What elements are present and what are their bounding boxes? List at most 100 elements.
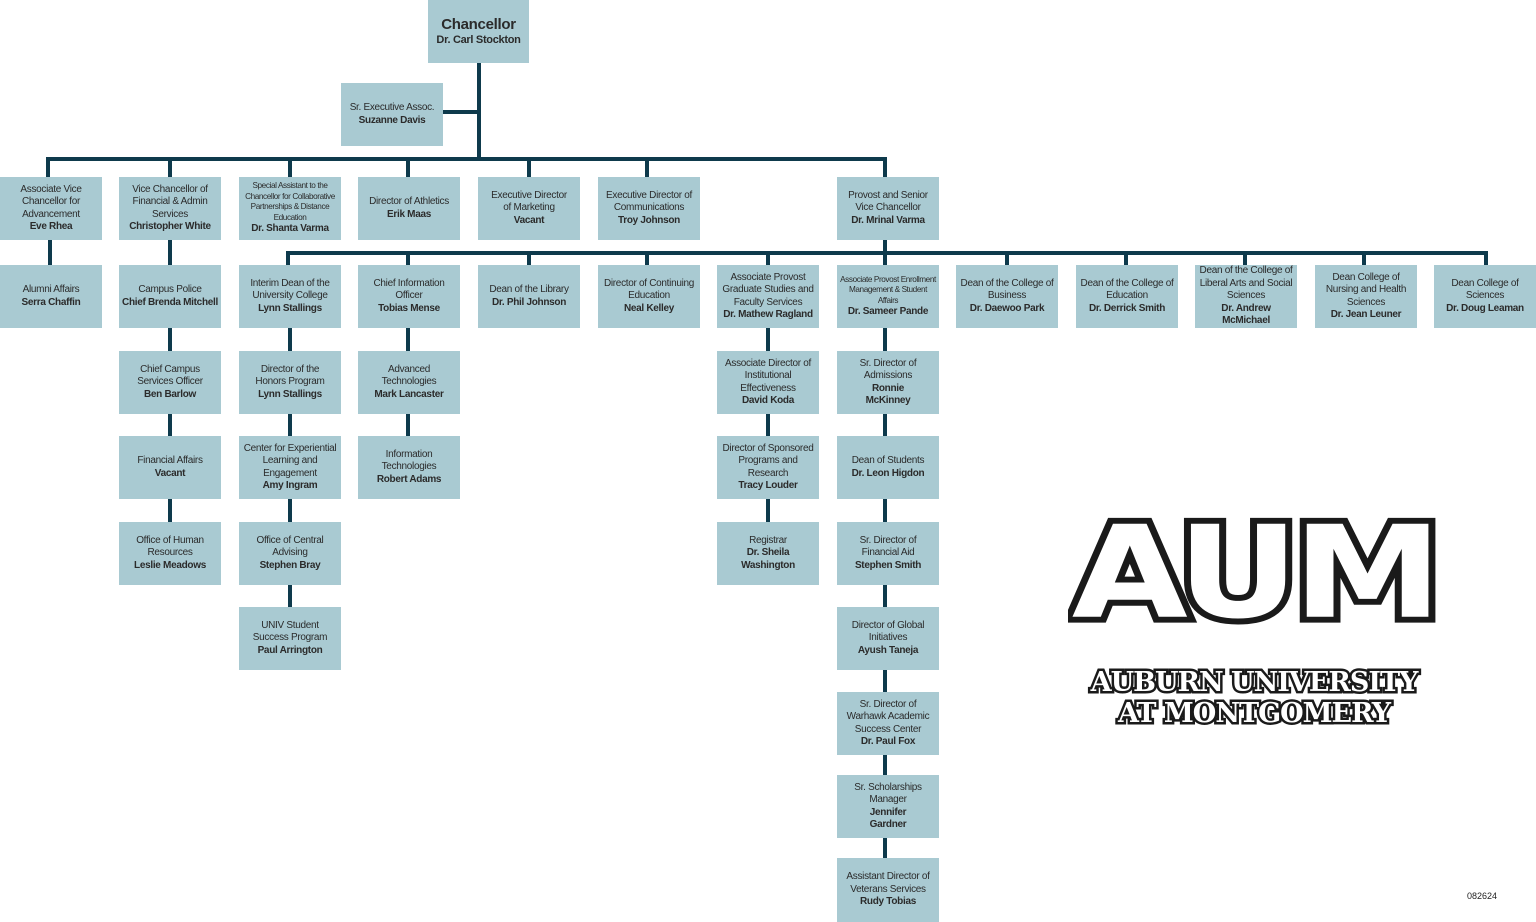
org-box: Director of Global Initiatives Ayush Tan… bbox=[837, 607, 939, 670]
person-name: Mark Lancaster bbox=[374, 388, 444, 400]
person-name: Stephen Bray bbox=[259, 559, 321, 571]
position-title: Dean of the College of Liberal Arts and … bbox=[1199, 265, 1293, 302]
org-box: Associate Vice Chancellor for Advancemen… bbox=[0, 177, 102, 240]
connector bbox=[883, 251, 887, 265]
org-box: Associate Provost Enrollment Management … bbox=[837, 265, 939, 328]
sr-exec-assoc-box: Sr. Executive Assoc. Suzanne Davis bbox=[341, 83, 443, 146]
person-name: Dr. Doug Leaman bbox=[1446, 302, 1524, 314]
person-name: Leslie Meadows bbox=[134, 559, 206, 571]
connector bbox=[286, 251, 290, 265]
person-name: Dr. Jean Leuner bbox=[1330, 309, 1402, 320]
position-title: Dean College of Sciences bbox=[1451, 277, 1519, 302]
chancellor-box: Chancellor Dr. Carl Stockton bbox=[428, 0, 529, 63]
position-title: Chief Campus Services Officer bbox=[137, 363, 203, 388]
connector bbox=[645, 157, 649, 177]
connector bbox=[286, 251, 1488, 255]
org-box: Sr. Scholarships Manager Jennifer Gardne… bbox=[837, 775, 939, 838]
position-title: Office of Human Resources bbox=[136, 534, 204, 559]
person-name: Robert Adams bbox=[376, 473, 442, 485]
org-box: Chief Campus Services Officer Ben Barlow bbox=[119, 351, 221, 414]
position-title: Associate Provost Graduate Studies and F… bbox=[722, 271, 814, 308]
org-box: Director of Continuing Education Neal Ke… bbox=[598, 265, 700, 328]
connector bbox=[406, 157, 410, 177]
person-name: Lynn Stallings bbox=[258, 302, 322, 314]
logo-mark: AUM bbox=[1072, 513, 1436, 647]
position-title: Advanced Technologies bbox=[381, 363, 437, 388]
position-title: Associate Director of Institutional Effe… bbox=[725, 357, 811, 394]
connector bbox=[766, 251, 770, 265]
org-box: Dean of Students Dr. Leon Higdon bbox=[837, 436, 939, 499]
connector bbox=[46, 157, 887, 161]
person-name: Serra Chaffin bbox=[21, 296, 81, 308]
position-title: Office of Central Advising bbox=[256, 534, 324, 559]
position-title: Executive Director of Marketing bbox=[491, 189, 567, 214]
connector bbox=[527, 251, 531, 265]
person-name: Ben Barlow bbox=[143, 388, 196, 400]
org-box: Campus Police Chief Brenda Mitchell bbox=[119, 265, 221, 328]
position-title: Executive Director of Communications bbox=[606, 189, 692, 214]
connector bbox=[883, 328, 887, 860]
connector bbox=[1005, 251, 1009, 265]
org-box: Dean of the College of Business Dr. Daew… bbox=[956, 265, 1058, 328]
person-name: Erik Maas bbox=[387, 208, 431, 220]
org-box: Assistant Director of Veterans Services … bbox=[837, 858, 939, 922]
org-box: Financial Affairs Vacant bbox=[119, 436, 221, 499]
position-title: Sr. Director of Warhawk Academic Success… bbox=[846, 698, 930, 735]
person-name: Tracy Louder bbox=[738, 480, 798, 491]
connector bbox=[1243, 251, 1247, 265]
connector bbox=[645, 251, 649, 265]
person-name: Lynn Stallings bbox=[258, 388, 322, 400]
org-box: Director of Athletics Erik Maas bbox=[358, 177, 460, 240]
person-name: Eve Rhea bbox=[29, 221, 73, 232]
position-title: Director of Continuing Education bbox=[603, 277, 695, 302]
position-title: Director of the Honors Program bbox=[255, 363, 325, 388]
position-title: Director of Sponsored Programs and Resea… bbox=[722, 442, 814, 479]
position-title: Registrar bbox=[749, 534, 787, 546]
org-box: Dean of the College of Education Dr. Der… bbox=[1076, 265, 1178, 328]
org-box: Chief Information Officer Tobias Mense bbox=[358, 265, 460, 328]
position-title: Dean of the College of Education bbox=[1080, 277, 1174, 302]
org-box: Dean of the College of Liberal Arts and … bbox=[1195, 265, 1297, 328]
connector bbox=[527, 157, 531, 177]
person-name: Neal Kelley bbox=[623, 302, 675, 314]
person-name: David Koda bbox=[741, 395, 794, 406]
org-box: Dean College of Sciences Dr. Doug Leaman bbox=[1434, 265, 1536, 328]
org-box: Office of Human Resources Leslie Meadows bbox=[119, 522, 221, 585]
position-title: UNIV Student Success Program bbox=[252, 619, 328, 644]
position-title: Dean of Students bbox=[851, 455, 925, 466]
org-box: Dean College of Nursing and Health Scien… bbox=[1315, 265, 1417, 328]
org-box: Office of Central Advising Stephen Bray bbox=[239, 522, 341, 585]
connector bbox=[406, 251, 410, 265]
person-name: Dr. Carl Stockton bbox=[436, 34, 521, 47]
person-name: Dr. Leon Higdon bbox=[851, 467, 925, 479]
org-box: Sr. Director of Financial Aid Stephen Sm… bbox=[837, 522, 939, 585]
org-box: Executive Director of Communications Tro… bbox=[598, 177, 700, 240]
person-name: Ronnie McKinney bbox=[865, 382, 911, 407]
org-box: Sr. Director of Admissions Ronnie McKinn… bbox=[837, 351, 939, 414]
position-title: Assistant Director of Veterans Services bbox=[846, 871, 930, 895]
person-name: Jennifer Gardner bbox=[869, 806, 907, 831]
position-title: Chancellor bbox=[441, 16, 516, 34]
person-name: Dr. Andrew McMichael bbox=[1221, 302, 1271, 327]
org-box: Executive Director of Marketing Vacant bbox=[478, 177, 580, 240]
org-box: Director of the Honors Program Lynn Stal… bbox=[239, 351, 341, 414]
person-name: Chief Brenda Mitchell bbox=[122, 296, 218, 308]
aum-wordmark-icon: AUM AUBURN UNIVERSITY AT MONTGOMERY bbox=[1065, 492, 1448, 731]
org-box: Special Assistant to the Chancellor for … bbox=[239, 177, 341, 240]
person-name: Ayush Taneja bbox=[857, 644, 919, 656]
person-name: Dr. Paul Fox bbox=[860, 736, 916, 747]
person-name: Vacant bbox=[154, 467, 186, 479]
position-title: Special Assistant to the Chancellor for … bbox=[245, 181, 335, 222]
org-box: Vice Chancellor of Financial & Admin Ser… bbox=[119, 177, 221, 240]
position-title: Provost and Senior Vice Chancellor bbox=[848, 189, 928, 214]
org-box: Director of Sponsored Programs and Resea… bbox=[717, 436, 819, 499]
connector bbox=[883, 157, 887, 177]
person-name: Tobias Mense bbox=[378, 302, 440, 314]
connector bbox=[1484, 251, 1488, 265]
person-name: Dr. Daewoo Park bbox=[969, 302, 1045, 314]
position-title: Associate Provost Enrollment Management … bbox=[840, 274, 936, 305]
person-name: Rudy Tobias bbox=[860, 896, 916, 908]
position-title: Interim Dean of the University College bbox=[250, 277, 330, 302]
person-name: Amy Ingram bbox=[262, 480, 318, 491]
person-name: Paul Arrington bbox=[257, 644, 323, 656]
